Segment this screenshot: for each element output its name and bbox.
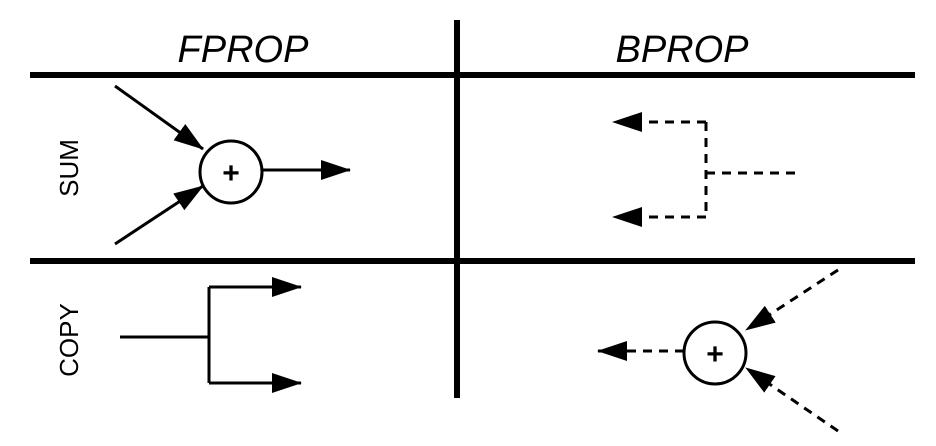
copy-bprop-cell: + xyxy=(597,268,839,433)
sum-fprop-input-bottom-arrow xyxy=(114,184,204,246)
row-label-sum: SUM xyxy=(54,139,84,197)
row-label-copy: COPY xyxy=(54,303,84,377)
copy-bprop-plus-icon: + xyxy=(706,338,724,371)
copy-bprop-input-bottom-arrow xyxy=(745,366,839,433)
header-fprop: FPROP xyxy=(178,29,310,71)
sum-fprop-cell: + xyxy=(114,84,351,246)
copy-bprop-node xyxy=(682,320,748,386)
sum-bprop-cell xyxy=(612,112,795,227)
copy-bprop-input-top-arrow xyxy=(745,268,839,332)
copy-fprop-cell xyxy=(120,277,302,393)
sum-fprop-input-top-arrow xyxy=(114,84,204,151)
header-bprop: BPROP xyxy=(615,29,749,71)
sum-fprop-node xyxy=(198,139,264,205)
sum-fprop-plus-icon: + xyxy=(222,157,240,190)
